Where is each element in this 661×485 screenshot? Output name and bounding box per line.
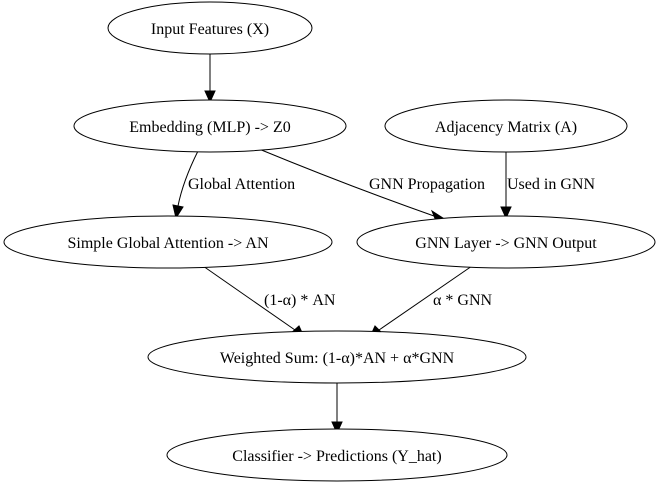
edge-embedding-to-attention: Global Attention: [172, 150, 295, 220]
node-weighted-sum: Weighted Sum: (1-α)*AN + α*GNN: [147, 330, 527, 384]
svg-text:Embedding (MLP) -> Z0: Embedding (MLP) -> Z0: [129, 119, 290, 136]
edge-label-attention-weight: (1-α) * AN: [264, 292, 336, 309]
edge-label-used-in-gnn: Used in GNN: [507, 176, 595, 193]
edge-label-gnn-weight: α * GNN: [433, 292, 492, 309]
edge-input-to-embedding: [204, 54, 216, 104]
node-gnn-layer: GNN Layer -> GNN Output: [356, 215, 656, 269]
svg-text:Simple Global Attention -> AN: Simple Global Attention -> AN: [67, 235, 268, 252]
svg-text:Weighted Sum: (1-α)*AN + α*GNN: Weighted Sum: (1-α)*AN + α*GNN: [220, 350, 455, 367]
edge-attention-to-weighted-sum: (1-α) * AN: [202, 265, 336, 338]
node-adjacency-matrix: Adjacency Matrix (A): [384, 99, 628, 153]
svg-text:Input Features (X): Input Features (X): [151, 21, 269, 38]
edge-embedding-to-gnn: GNN Propagation: [258, 148, 485, 222]
edge-weighted-sum-to-classifier: [331, 382, 343, 435]
edge-label-global-attention: Global Attention: [188, 176, 295, 193]
svg-text:Adjacency Matrix (A): Adjacency Matrix (A): [435, 119, 577, 136]
node-input-features: Input Features (X): [107, 1, 313, 55]
node-global-attention: Simple Global Attention -> AN: [3, 215, 333, 269]
svg-text:GNN Layer -> GNN Output: GNN Layer -> GNN Output: [415, 235, 597, 252]
edge-label-gnn-propagation: GNN Propagation: [369, 176, 485, 193]
edge-adjacency-to-gnn: Used in GNN: [500, 151, 595, 220]
edge-gnn-to-weighted-sum: α * GNN: [369, 265, 492, 338]
node-embedding: Embedding (MLP) -> Z0: [73, 99, 347, 153]
svg-text:Classifier -> Predictions (Y_h: Classifier -> Predictions (Y_hat): [232, 448, 441, 465]
node-classifier: Classifier -> Predictions (Y_hat): [166, 428, 508, 482]
